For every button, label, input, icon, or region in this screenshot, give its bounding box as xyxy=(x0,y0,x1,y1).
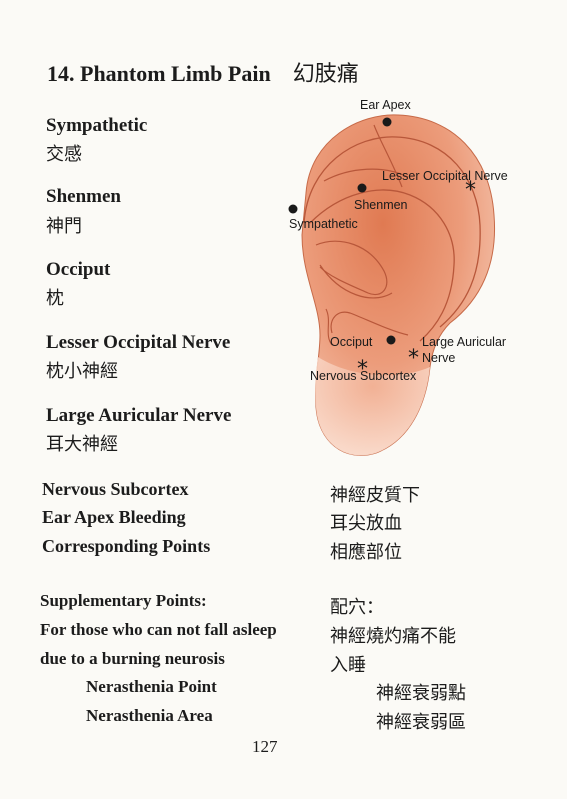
point-sympathetic-zh: 交感 xyxy=(46,144,82,165)
title-chinese: 幻肢痛 xyxy=(292,62,359,87)
intertragic-line xyxy=(325,308,333,346)
point-large-auricular-zh: 耳大神經 xyxy=(46,434,118,455)
supplementary-line1-zh: 神經燒灼痛不能 xyxy=(330,626,456,647)
row-nervous-subcortex-zh: 神經皮質下 xyxy=(330,485,420,506)
row-ear-apex-zh: 耳尖放血 xyxy=(330,513,402,534)
antihelix-line xyxy=(309,189,455,342)
point-large-auricular-en: Large Auricular Nerve xyxy=(46,405,232,426)
crus-of-helix-line xyxy=(319,264,393,299)
nervous-subcortex-star: * xyxy=(357,357,368,382)
row-nervous-subcortex-en: Nervous Subcortex xyxy=(42,479,189,499)
point-shenmen-en: Shenmen xyxy=(46,186,121,207)
row-ear-apex-en: Ear Apex Bleeding xyxy=(42,507,186,527)
shenmen-dot xyxy=(357,183,367,193)
lesser-occipital-star: * xyxy=(465,178,476,203)
label-occiput: Occiput xyxy=(330,335,373,349)
point-occiput-en: Occiput xyxy=(46,259,111,280)
upper-crus-line xyxy=(373,124,403,188)
label-ear-apex: Ear Apex xyxy=(360,98,411,112)
point-shenmen-zh: 神門 xyxy=(46,216,82,237)
nerasthenia-area-zh: 神經衰弱區 xyxy=(376,712,466,733)
ear-apex-dot xyxy=(382,117,392,127)
concha-line xyxy=(315,240,388,296)
supplementary-line2-zh: 入睡 xyxy=(330,655,366,676)
label-sympathetic: Sympathetic xyxy=(289,217,358,231)
row-corresponding-zh: 相應部位 xyxy=(330,542,402,563)
point-lesser-occipital-zh: 枕小神經 xyxy=(46,361,118,382)
occiput-dot xyxy=(386,335,396,345)
ear-diagram: * * * Ear Apex Lesser Occipital Nerve Sh… xyxy=(288,98,508,456)
nerasthenia-point-zh: 神經衰弱點 xyxy=(376,683,466,704)
large-auricular-star: * xyxy=(408,346,419,371)
supplementary-line1-en: For those who can not fall asleep xyxy=(40,620,277,639)
point-occiput-zh: 枕 xyxy=(46,288,64,309)
label-shenmen: Shenmen xyxy=(354,198,408,212)
supplementary-heading-en: Supplementary Points: xyxy=(40,591,207,610)
sympathetic-dot xyxy=(288,204,298,214)
point-sympathetic-en: Sympathetic xyxy=(46,115,148,136)
row-corresponding-en: Corresponding Points xyxy=(42,536,211,556)
helix-inner-line xyxy=(303,136,481,328)
label-large-auricular-1: Large Auricular xyxy=(422,335,506,349)
label-large-auricular-2: Nerve xyxy=(422,351,455,365)
page-title: 14. Phantom Limb Pain 幻肢痛 xyxy=(47,56,359,88)
label-lesser-occipital: Lesser Occipital Nerve xyxy=(382,169,508,183)
title-english: 14. Phantom Limb Pain xyxy=(47,61,271,86)
point-lesser-occipital-en: Lesser Occipital Nerve xyxy=(46,332,231,353)
antitragus-line xyxy=(330,311,409,336)
page-number: 127 xyxy=(252,737,278,756)
ear-lobe xyxy=(315,357,430,456)
triangular-fossa-line xyxy=(323,168,409,182)
supplementary-line2-en: due to a burning neurosis xyxy=(40,649,225,668)
nerasthenia-point-en: Nerasthenia Point xyxy=(86,677,217,696)
label-nervous-subcortex: Nervous Subcortex xyxy=(310,369,417,383)
nerasthenia-area-en: Nerasthenia Area xyxy=(86,706,213,725)
supplementary-heading-zh: 配穴： xyxy=(330,597,384,618)
ear-outline xyxy=(301,114,496,456)
